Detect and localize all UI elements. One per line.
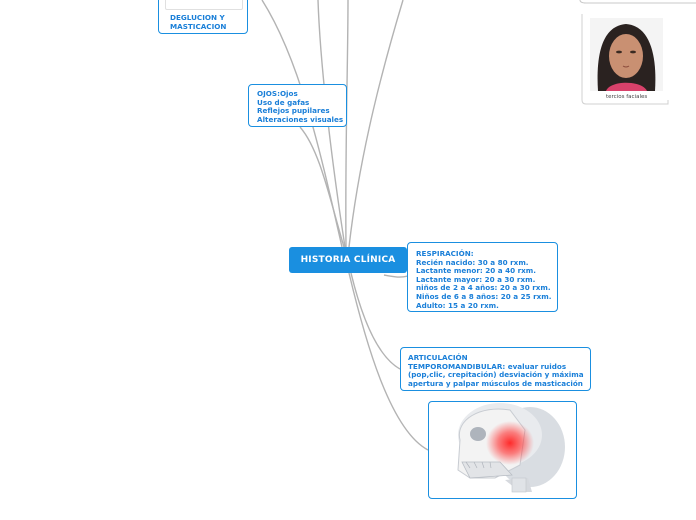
skull-tmj-image: [440, 403, 565, 495]
node-articulacion-line: ARTICULACIÓN: [408, 353, 468, 362]
node-respiracion-line: niños de 2 a 4 años: 20 a 30 rxm.: [416, 283, 551, 293]
node-respiracion[interactable]: RESPIRACIÓN: Recién nacido: 30 a 80 rxm.…: [407, 242, 558, 312]
node-ojos-line: Alteraciones visuales: [257, 114, 344, 124]
node-articulacion-line: apertura y palpar músculos de masticació…: [408, 378, 583, 388]
branch-lines: [261, 0, 429, 451]
photo-caption: tercios faciales: [606, 94, 648, 100]
photo-node-frame: [581, 14, 669, 105]
node-skull-image[interactable]: [428, 401, 577, 499]
node-ojos-line: Uso de gafas: [257, 97, 310, 107]
node-ojos[interactable]: OJOS:Ojos Uso de gafas Reflejos pupilare…: [248, 84, 347, 127]
node-deglucion[interactable]: DEGLUCION Y MASTICACION: [158, 0, 248, 34]
node-articulacion-line: TEMPOROMANDIBULAR: evaluar ruidos: [408, 361, 567, 371]
node-ojos-line: Reflejos pupilares: [257, 106, 330, 116]
node-deglucion-line: DEGLUCION Y: [170, 13, 225, 22]
node-deglucion-inner-box: [165, 0, 243, 10]
face-photo: [590, 18, 663, 91]
node-ojos-line: OJOS:Ojos: [257, 89, 298, 98]
node-respiracion-line: Adulto: 15 a 20 rxm.: [416, 300, 499, 310]
node-respiracion-line: Lactante menor: 20 a 40 rxm.: [416, 266, 537, 276]
central-topic[interactable]: HISTORIA CLÍNICA: [289, 247, 407, 273]
node-respiracion-line: RESPIRACIÓN:: [416, 249, 474, 258]
node-deglucion-line: MASTICACION: [170, 21, 227, 31]
node-respiracion-line: Lactante mayor: 20 a 30 rxm.: [416, 274, 536, 284]
node-respiracion-line: Recién nacido: 30 a 80 rxm.: [416, 257, 529, 267]
partial-node-edge: [579, 0, 696, 4]
node-respiracion-line: Niños de 6 a 8 años: 20 a 25 rxm.: [416, 291, 552, 301]
node-articulacion-line: (pop,clic, crepitación) desviación y máx…: [408, 370, 584, 380]
node-articulacion[interactable]: ARTICULACIÓN TEMPOROMANDIBULAR: evaluar …: [400, 347, 591, 391]
